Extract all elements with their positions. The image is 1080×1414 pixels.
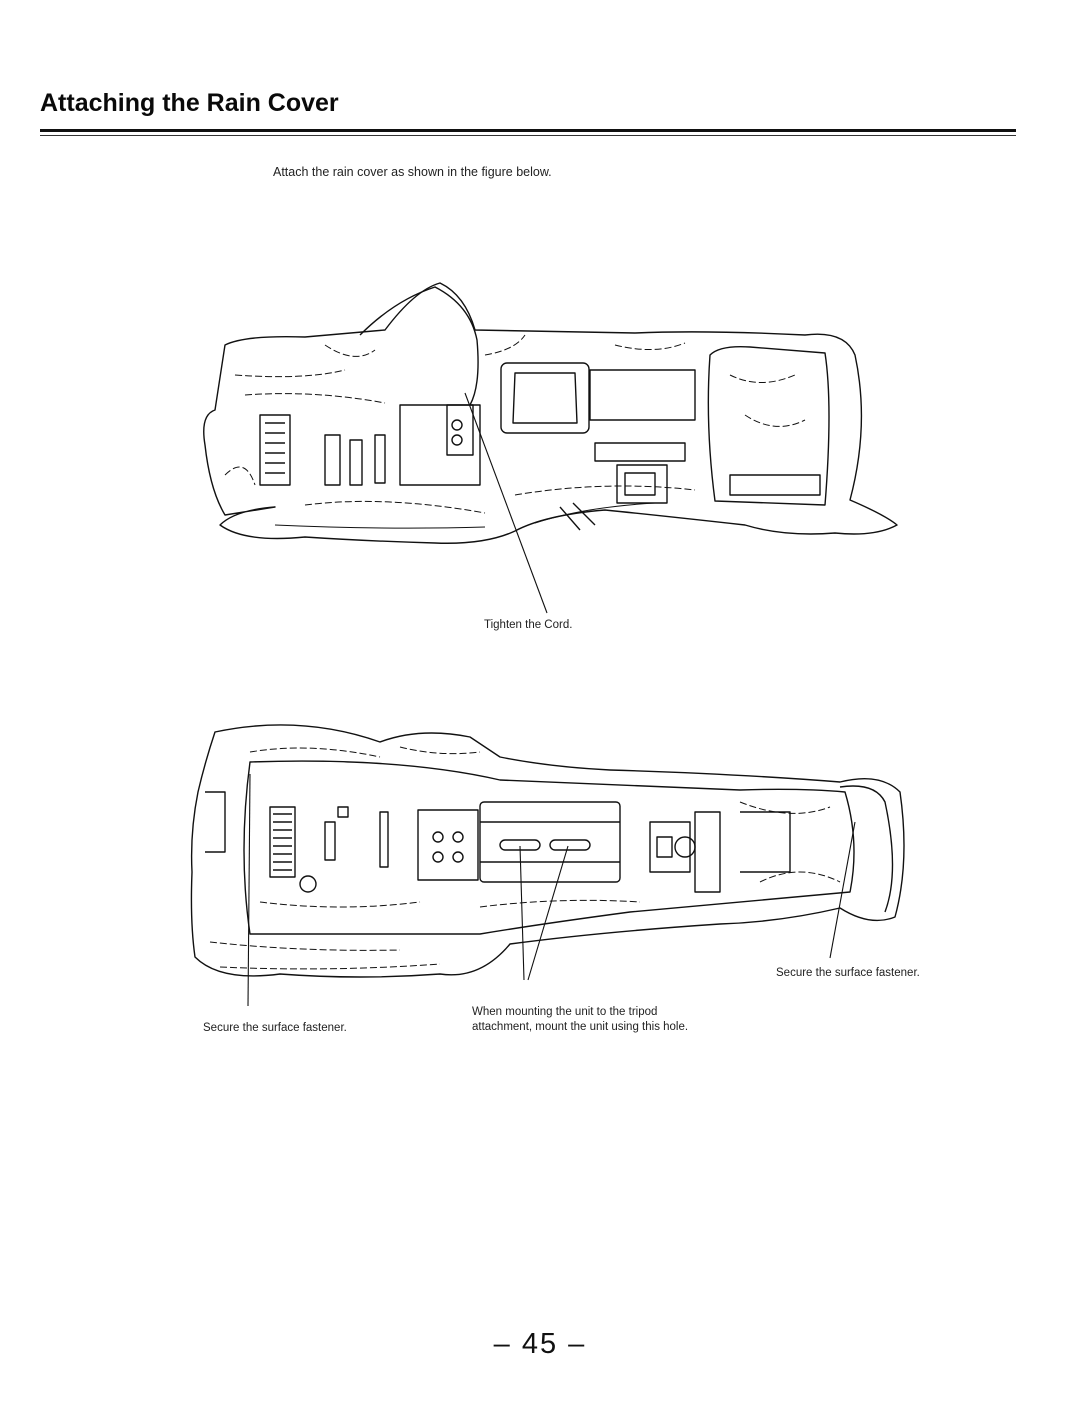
caption-tripod-hole: When mounting the unit to the tripod att… [472,1005,688,1035]
caption-secure-fastener-right: Secure the surface fastener. [776,967,920,979]
page-number: – 45 – [493,1328,587,1360]
bottom-view-drawing [190,724,905,1007]
caption-secure-fastener-left: Secure the surface fastener. [203,1022,347,1034]
caption-tighten-cord: Tighten the Cord. [484,619,573,631]
title-rule-thin [40,135,1016,136]
intro-text: Attach the rain cover as shown in the fi… [273,165,552,179]
caption-tripod-line-1: When mounting the unit to the tripod [472,1006,658,1018]
rain-cover-side-view-illustration [185,275,905,614]
title-rule [40,129,1016,132]
rain-cover-bottom-view-illustration [180,712,940,1012]
caption-tripod-line-2: attachment, mount the unit using this ho… [472,1021,689,1033]
page-title: Attaching the Rain Cover [40,89,339,117]
side-view-drawing [203,282,898,614]
